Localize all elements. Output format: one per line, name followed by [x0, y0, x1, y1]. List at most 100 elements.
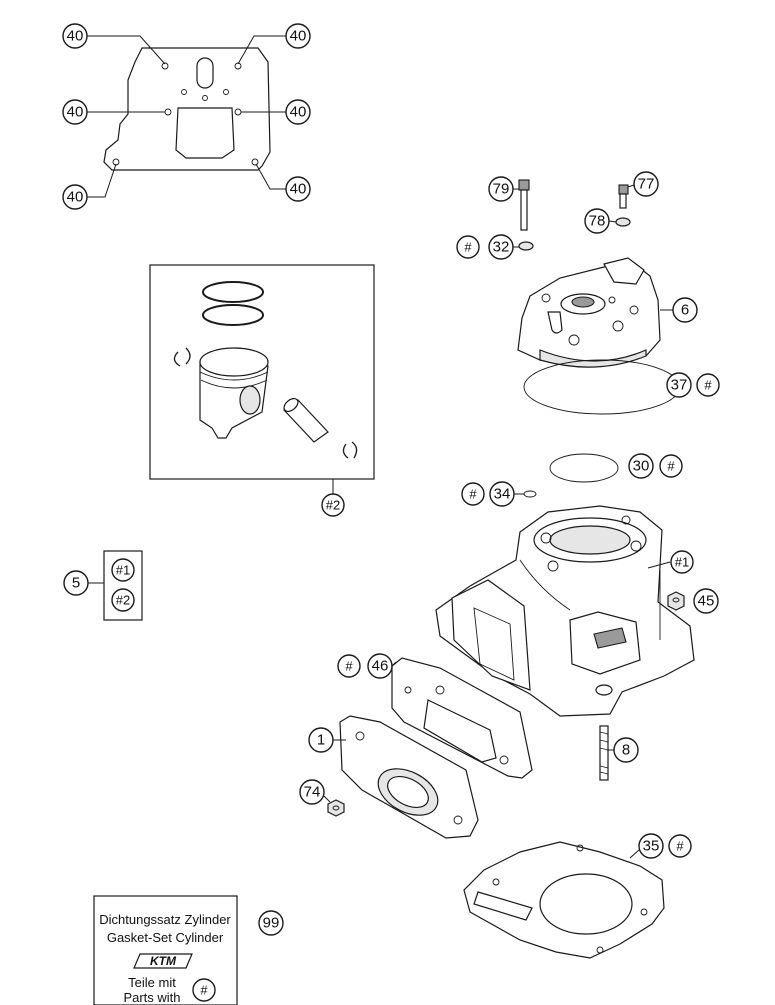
exhaust-flange-gasket	[391, 657, 533, 779]
svg-text:37: 37	[671, 377, 688, 394]
callout-30: 30	[628, 453, 654, 479]
svg-text:#: #	[200, 983, 208, 998]
leader-40b	[237, 35, 286, 65]
svg-text:78: 78	[589, 213, 606, 230]
svg-text:#: #	[469, 487, 477, 502]
circlip-left	[173, 347, 191, 367]
callout-40-bottom-right: 40	[285, 176, 311, 202]
svg-text:#: #	[676, 839, 684, 854]
head-gasket-ring	[523, 359, 681, 415]
svg-text:8: 8	[622, 742, 630, 759]
svg-text:40: 40	[67, 104, 84, 121]
callout-30-hash: #	[659, 454, 683, 478]
svg-text:40: 40	[67, 28, 84, 45]
callout-hash2-piston: #2	[321, 493, 345, 517]
callout-32: 32	[488, 234, 514, 260]
svg-text:#2: #2	[116, 593, 130, 608]
leader-40e	[87, 163, 117, 198]
cylinder-base-gasket	[463, 841, 665, 959]
kit-parts-en: Parts with	[123, 990, 180, 1005]
svg-text:#1: #1	[675, 555, 689, 570]
callout-40-bottom-left: 40	[62, 184, 88, 210]
svg-text:35: 35	[643, 838, 660, 855]
nut-74	[327, 799, 345, 817]
piston-rings	[202, 281, 264, 326]
head-bolt-short	[618, 184, 629, 209]
washer-32	[518, 241, 534, 251]
washer-78	[615, 217, 631, 227]
piston	[199, 347, 269, 439]
callout-6: 6	[672, 297, 698, 323]
callout-45: 45	[693, 588, 719, 614]
callout-8: 8	[613, 737, 639, 763]
callout-37-hash: #	[696, 373, 720, 397]
kit-parts-de: Teile mit	[128, 975, 176, 990]
svg-text:6: 6	[681, 302, 689, 319]
circlip-right	[342, 441, 358, 459]
svg-text:74: 74	[304, 784, 321, 801]
o-ring-34	[523, 490, 537, 498]
exhaust-flange	[339, 715, 479, 839]
callout-32-hash: #	[456, 235, 480, 259]
svg-text:77: 77	[638, 176, 655, 193]
svg-text:#: #	[345, 659, 353, 674]
callout-46-hash: #	[337, 654, 361, 678]
callout-35-hash: #	[668, 834, 692, 858]
kit-brand-logo	[133, 953, 193, 969]
head-bolt-long	[518, 179, 530, 231]
callout-hash1-cylinder: #1	[670, 550, 694, 574]
cylinder-head	[517, 257, 661, 368]
svg-text:5: 5	[72, 575, 80, 592]
callout-5: 5	[63, 570, 89, 596]
piston-pin	[283, 397, 329, 443]
svg-text:32: 32	[493, 239, 510, 256]
callout-1: 1	[308, 727, 334, 753]
leader-77	[627, 184, 635, 188]
svg-text:30: 30	[633, 458, 650, 475]
o-ring-30	[549, 453, 619, 483]
svg-text:#: #	[704, 378, 712, 393]
callout-40-top-right: 40	[285, 23, 311, 49]
callout-40-mid-left: 40	[62, 99, 88, 125]
svg-text:40: 40	[290, 104, 307, 121]
svg-text:99: 99	[263, 915, 280, 932]
base-gasket-plate	[103, 47, 271, 171]
callout-40-top-left: 40	[62, 23, 88, 49]
svg-text:#2: #2	[326, 498, 340, 513]
kit-title-de: Dichtungssatz Zylinder	[99, 912, 231, 927]
callout-kit-hash: #	[192, 978, 216, 1002]
callout-5-hash1: #1	[111, 558, 135, 582]
callout-79: 79	[488, 176, 514, 202]
leader-74	[323, 795, 331, 803]
svg-text:45: 45	[698, 593, 715, 610]
leader-40f	[255, 163, 286, 190]
svg-text:1: 1	[317, 732, 325, 749]
leader-40a	[87, 35, 166, 65]
callout-74: 74	[299, 779, 325, 805]
nut-45	[667, 591, 685, 611]
leader-cylinder	[647, 561, 671, 569]
svg-text:40: 40	[67, 189, 84, 206]
leader-78	[608, 220, 617, 223]
cylinder	[435, 505, 695, 717]
svg-text:#1: #1	[116, 563, 130, 578]
stud-8	[599, 725, 609, 781]
svg-text:#: #	[667, 459, 675, 474]
svg-text:79: 79	[493, 181, 510, 198]
leader-35	[629, 849, 640, 859]
kit-title-en: Gasket-Set Cylinder	[107, 930, 224, 945]
callout-5-hash2: #2	[111, 588, 135, 612]
callout-78: 78	[584, 208, 610, 234]
callout-77: 77	[633, 171, 659, 197]
callout-35: 35	[638, 833, 664, 859]
callout-34: 34	[489, 481, 515, 507]
kit-brand-logo-text: KTM	[150, 954, 177, 968]
callout-46: 46	[367, 653, 393, 679]
svg-text:#: #	[464, 240, 472, 255]
gasket-kit-box: Dichtungssatz Zylinder Gasket-Set Cylind…	[93, 895, 238, 1005]
callout-99: 99	[258, 910, 284, 936]
svg-text:40: 40	[290, 181, 307, 198]
callout-40-mid-right: 40	[285, 99, 311, 125]
svg-text:34: 34	[494, 486, 511, 503]
